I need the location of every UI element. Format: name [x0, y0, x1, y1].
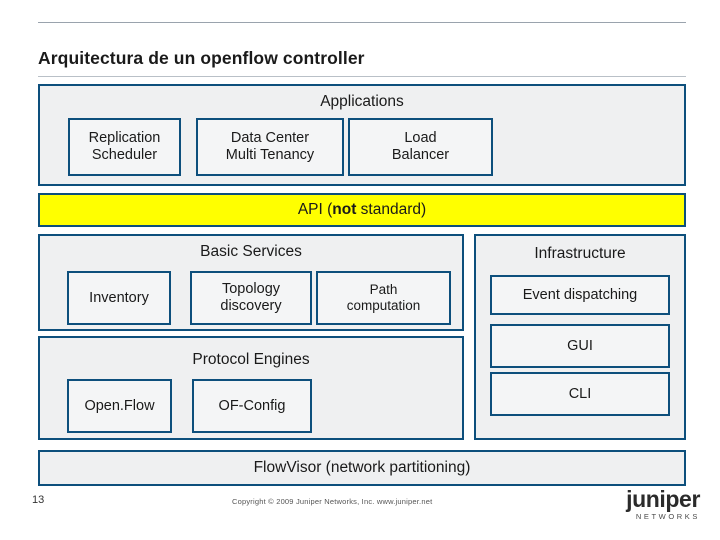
title-divider — [38, 76, 686, 77]
infrastructure-box-cli[interactable]: CLI — [490, 372, 670, 416]
app-box-label: Replication Scheduler — [88, 130, 161, 163]
service-box-topology-discovery[interactable]: Topology discovery — [190, 271, 312, 325]
infrastructure-caption: Infrastructure — [534, 245, 626, 262]
app-box-replication-scheduler[interactable]: Replication Scheduler — [68, 118, 181, 176]
api-bar[interactable]: API (not standard) — [38, 193, 686, 227]
protocol-box-of-config[interactable]: OF-Config — [192, 379, 312, 433]
infrastructure-box-label: Event dispatching — [522, 286, 638, 303]
service-box-inventory[interactable]: Inventory — [67, 271, 171, 325]
infrastructure-box-event-dispatching[interactable]: Event dispatching — [490, 275, 670, 315]
juniper-tagline: NETWORKS — [635, 512, 700, 521]
service-box-label: Topology discovery — [220, 281, 282, 314]
slide-number: 13 — [32, 494, 45, 506]
header-divider — [38, 22, 686, 23]
app-box-load-balancer[interactable]: Load Balancer — [348, 118, 493, 176]
flowvisor-bar[interactable]: FlowVisor (network partitioning) — [38, 450, 686, 486]
service-box-label: Inventory — [89, 289, 149, 306]
protocol-box-label: OF-Config — [218, 397, 286, 414]
juniper-wordmark: juniper — [626, 486, 700, 512]
applications-caption: Applications — [320, 93, 404, 110]
copyright-notice: Copyright © 2009 Juniper Networks, Inc. … — [232, 497, 433, 506]
basic-services-caption: Basic Services — [200, 243, 302, 260]
app-box-label: Data Center Multi Tenancy — [225, 130, 315, 163]
protocol-box-label: Open.Flow — [84, 397, 155, 414]
service-box-label: Path computation — [346, 282, 421, 313]
api-bar-label: API (not standard) — [297, 201, 427, 219]
flowvisor-label: FlowVisor (network partitioning) — [253, 459, 471, 477]
protocol-box-openflow[interactable]: Open.Flow — [67, 379, 172, 433]
app-box-label: Load Balancer — [391, 130, 450, 163]
service-box-path-computation[interactable]: Path computation — [316, 271, 451, 325]
juniper-logo: juniper NETWORKS — [626, 486, 700, 522]
infrastructure-box-label: GUI — [567, 337, 593, 354]
app-box-data-center-multi-tenancy[interactable]: Data Center Multi Tenancy — [196, 118, 344, 176]
page-title: Arquitectura de un openflow controller — [38, 48, 365, 68]
infrastructure-box-gui[interactable]: GUI — [490, 324, 670, 368]
protocol-engines-caption: Protocol Engines — [192, 351, 310, 368]
infrastructure-box-label: CLI — [568, 385, 592, 402]
